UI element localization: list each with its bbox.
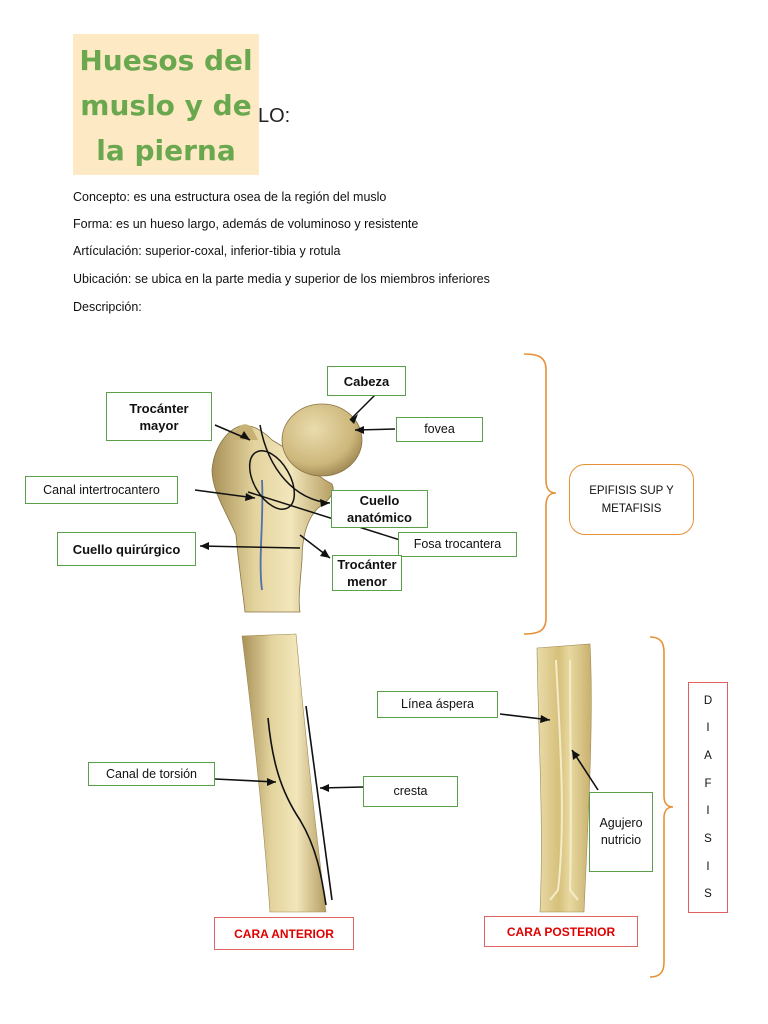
label-agujero-line-1: Agujero [599, 816, 643, 830]
diafisis-letter: I [706, 722, 710, 735]
label-trocanter-menor: Trocánter menor [332, 555, 402, 591]
diafisis-letter: I [706, 805, 710, 818]
page-title: Huesos del muslo y de la pierna [73, 38, 259, 173]
diafisis-letter: S [704, 832, 712, 845]
posterior-shaft-drawing [499, 643, 599, 913]
label-trocanter-menor-line-2: menor [347, 574, 387, 589]
diafisis-letter: I [706, 860, 710, 873]
label-cuello-anatomico-line-1: Cuello [359, 493, 400, 508]
diafisis-letter: D [703, 694, 713, 707]
label-fovea: fovea [396, 417, 483, 442]
label-agujero-line-2: nutricio [600, 833, 642, 847]
label-cara-posterior: CARA POSTERIOR [484, 916, 638, 947]
label-cuello-quirurgico: Cuello quirúrgico [57, 532, 196, 566]
label-trocanter-mayor: Trocánter mayor [106, 392, 212, 441]
label-trocanter-menor-line-1: Trocánter [337, 557, 397, 572]
label-cara-anterior: CARA ANTERIOR [214, 917, 354, 950]
diafisis-box: D I A F I S I S [688, 682, 728, 913]
forma-text: Forma: es un hueso largo, además de volu… [73, 217, 419, 231]
diafisis-letter: F [704, 777, 712, 790]
epifisis-box: EPIFISIS SUP Y METAFISIS [569, 464, 694, 535]
anterior-shaft-drawing [214, 633, 364, 913]
label-cresta: cresta [363, 776, 458, 807]
descripcion-text: Descripción: [73, 300, 142, 314]
label-cuello-anatomico-line-2: anatómico [346, 510, 412, 525]
proximal-femur-drawing [211, 403, 363, 613]
articulacion-text: Artículación: superior-coxal, inferior-t… [73, 244, 341, 258]
epifisis-brace [523, 353, 557, 635]
title-line-3: la pierna [96, 134, 236, 167]
label-canal-intertrocantero: Canal intertrocantero [25, 476, 178, 504]
label-trocanter-mayor-line-2: mayor [139, 417, 179, 433]
title-line-2: muslo y de [80, 89, 252, 122]
epifisis-line-1: EPIFISIS SUP Y [589, 484, 674, 497]
ubicacion-text: Ubicación: se ubica en la parte media y … [73, 272, 490, 286]
title-suffix: LO: [258, 105, 291, 127]
label-trocanter-mayor-line-1: Trocánter [129, 400, 189, 416]
label-linea-aspera: Línea áspera [377, 691, 498, 718]
label-agujero-nutricio: Agujero nutricio [589, 792, 653, 872]
label-cuello-anatomico: Cuello anatómico [331, 490, 428, 528]
label-canal-torsion: Canal de torsión [88, 762, 215, 786]
epifisis-line-2: METAFISIS [601, 502, 662, 515]
diafisis-brace [649, 636, 674, 978]
diafisis-letter: S [704, 888, 712, 901]
diafisis-letter: A [704, 750, 712, 763]
title-background [73, 34, 259, 175]
label-cabeza: Cabeza [327, 366, 406, 396]
label-fosa-trocantera: Fosa trocantera [398, 532, 517, 557]
concepto-text: Concepto: es una estructura osea de la r… [73, 190, 387, 204]
title-line-1: Huesos del [79, 44, 253, 77]
